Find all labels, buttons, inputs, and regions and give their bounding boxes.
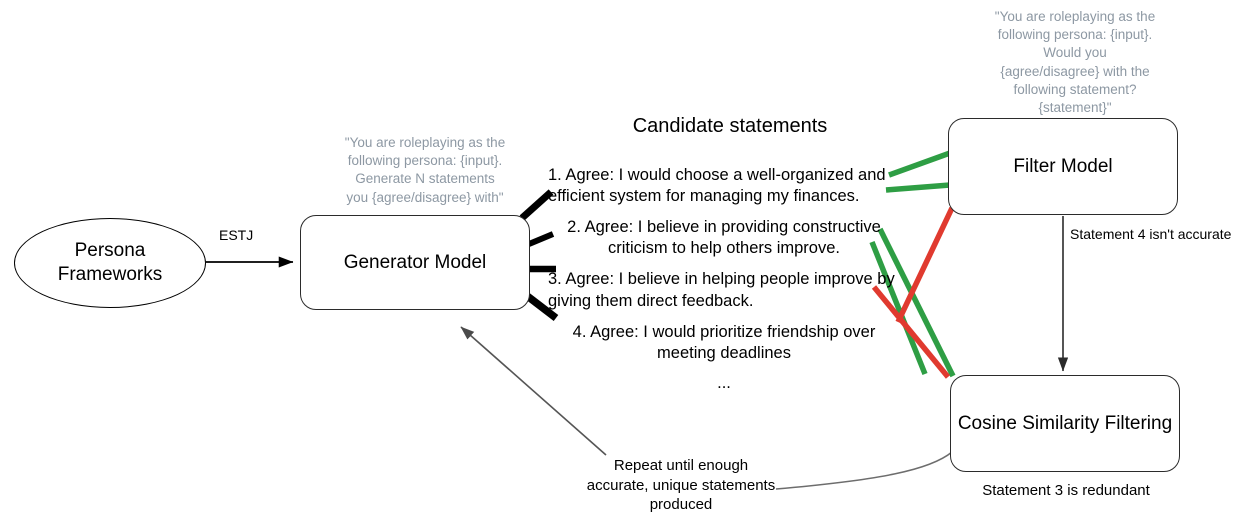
caption-statement-3-redundant: Statement 3 is redundant <box>982 482 1150 499</box>
node-cosine-similarity-filtering-label: Cosine Similarity Filtering <box>957 412 1173 434</box>
node-filter-model-label: Filter Model <box>1013 155 1113 177</box>
candidate-statements-list: 1. Agree: I would choose a well-organize… <box>548 165 900 393</box>
list-item: 1. Agree: I would choose a well-organize… <box>548 166 886 206</box>
rejected-link-1 <box>895 206 955 324</box>
filter-prompt-text: "You are roleplaying as the following pe… <box>994 9 1156 116</box>
node-generator-model[interactable]: Generator Model <box>300 215 530 310</box>
node-generator-model-label: Generator Model <box>343 251 487 273</box>
list-item-ellipsis: ... <box>717 373 731 392</box>
edge-label-statement-4-inaccurate: Statement 4 isn't accurate <box>1070 226 1232 242</box>
edge-cosine-to-repeat <box>775 451 953 490</box>
generator-prompt-text: "You are roleplaying as the following pe… <box>344 135 506 205</box>
list-item: 2. Agree: I believe in providing constru… <box>567 218 881 258</box>
node-persona-frameworks[interactable]: Persona Frameworks <box>14 218 206 308</box>
edge-label-repeat-until-enough: Repeat until enough accurate, unique sta… <box>586 457 776 513</box>
node-filter-model[interactable]: Filter Model <box>948 118 1178 215</box>
candidate-statements-title: Candidate statements <box>632 115 828 137</box>
list-item: 3. Agree: I believe in helping people im… <box>548 270 895 310</box>
node-cosine-similarity-filtering[interactable]: Cosine Similarity Filtering <box>950 375 1180 472</box>
node-persona-frameworks-label: Persona Frameworks <box>57 240 163 285</box>
list-item: 4. Agree: I would prioritize friendship … <box>572 322 876 362</box>
edge-label-estj: ESTJ <box>219 227 254 243</box>
